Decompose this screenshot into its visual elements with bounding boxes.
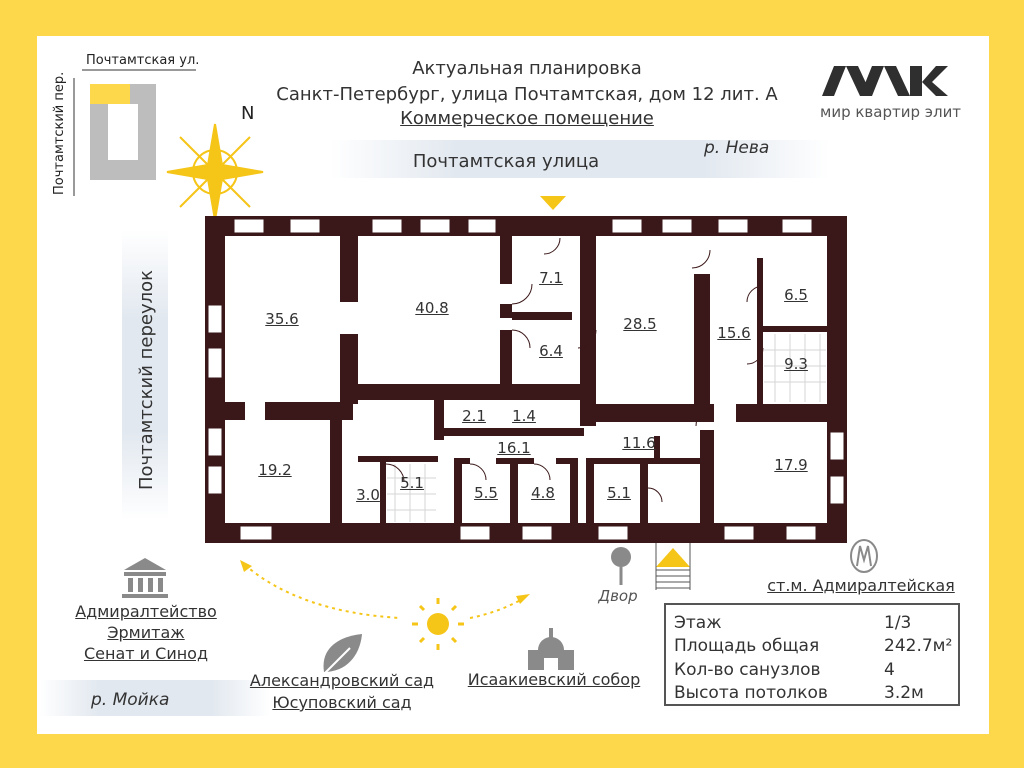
room-area-label: 19.2 [258, 461, 292, 479]
room-area-label: 4.8 [531, 484, 555, 502]
river-bottom-label: р. Мойка [91, 690, 170, 710]
room-area-label: 2.1 [462, 407, 486, 425]
room-area-label: 35.6 [265, 310, 299, 328]
room-area-label: 7.1 [539, 269, 563, 287]
info-label-ceiling: Высота потолков [674, 683, 828, 703]
minimap-street-top: Почтамтская ул. [86, 53, 200, 68]
street-top-band [330, 140, 830, 178]
river-top-label: р. Нева [704, 138, 770, 158]
garden-label-1: Александровский сад [249, 671, 435, 690]
info-value-bathrooms: 4 [884, 660, 895, 680]
room-area-label: 40.8 [415, 299, 449, 317]
room-area-label: 5.5 [474, 484, 498, 502]
museum-label-1: Адмиралтейство [75, 602, 217, 621]
entrance-steps [655, 543, 691, 590]
info-label-floor: Этаж [674, 613, 722, 633]
room-area-label: 6.4 [539, 342, 563, 360]
room-area-label: 17.9 [774, 456, 808, 474]
room-area-label: 15.6 [717, 324, 751, 342]
header-line-1: Актуальная планировка [412, 58, 642, 79]
room-area-label: 3.0 [356, 486, 380, 504]
street-side-band [122, 230, 168, 520]
logo-caption: мир квартир элит [820, 103, 962, 121]
room-area-label: 16.1 [497, 439, 531, 457]
museum-label-2: Эрмитаж [107, 623, 185, 642]
info-table: Этаж 1/3 Площадь общая 242.7м² Кол-во са… [664, 603, 960, 706]
room-area-label: 5.1 [607, 484, 631, 502]
header-line-2: Санкт-Петербург, улица Почтамтская, дом … [276, 84, 778, 105]
metro-label: ст.м. Адмиралтейская [767, 576, 955, 595]
info-label-area: Площадь общая [674, 636, 820, 656]
entrance-arrow-top-icon [540, 196, 566, 210]
entrance-arrow-bottom-icon [656, 548, 690, 567]
cathedral-label: Исаакиевский собор [467, 670, 641, 689]
info-label-bathrooms: Кол-во санузлов [674, 660, 821, 680]
walls [205, 216, 847, 543]
header-line-3: Коммерческое помещение [400, 108, 654, 129]
windows [207, 218, 845, 541]
room-area-label: 11.6 [622, 434, 656, 452]
info-value-floor: 1/3 [884, 613, 912, 633]
info-value-area: 242.7м² [884, 636, 953, 656]
courtyard-label: Двор [598, 587, 638, 605]
garden-label-2: Юсуповский сад [272, 693, 412, 712]
room-area-label: 5.1 [400, 474, 424, 492]
room-area-label: 9.3 [784, 355, 808, 373]
info-value-ceiling: 3.2м [884, 683, 924, 703]
museum-label-3: Сенат и Синод [83, 644, 209, 663]
river-bottom-band [40, 680, 270, 716]
room-area-label: 28.5 [623, 315, 657, 333]
room-area-label: 6.5 [784, 286, 808, 304]
door-swings [385, 237, 764, 503]
street-top-label: Почтамтская улица [412, 151, 600, 172]
room-area-label: 1.4 [512, 407, 536, 425]
tiled-floor [387, 334, 826, 522]
north-label: N [241, 103, 255, 124]
